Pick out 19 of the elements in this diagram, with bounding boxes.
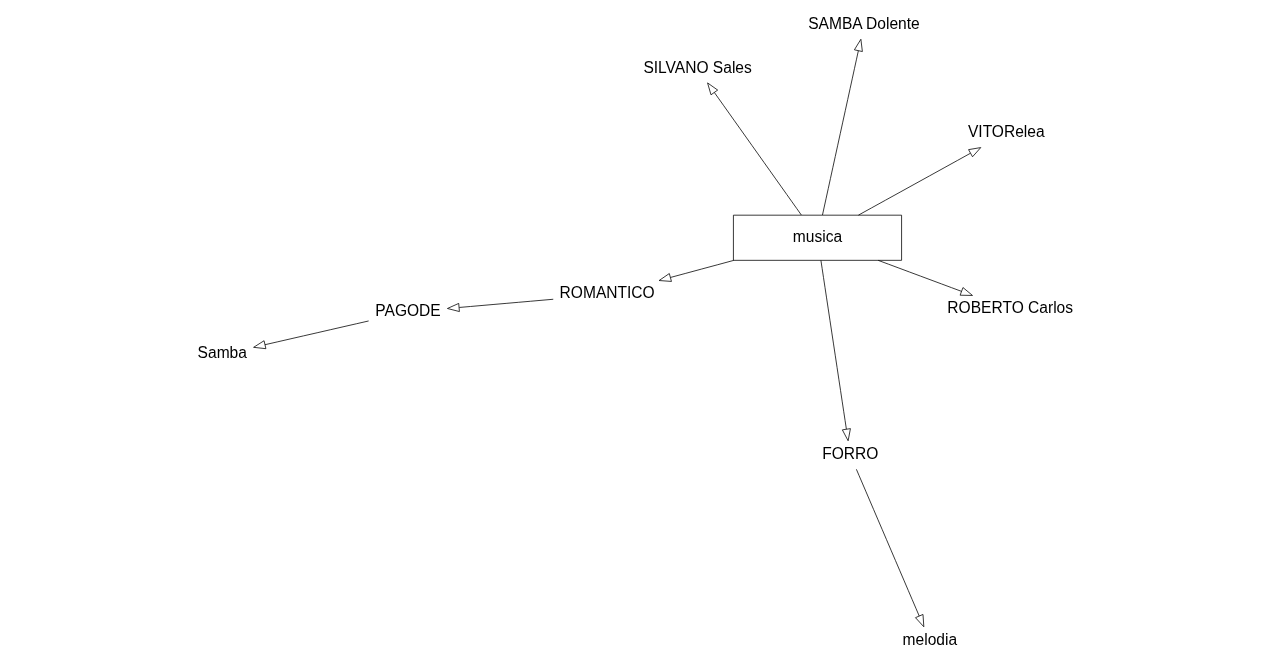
arrow	[447, 298, 554, 312]
arrow	[820, 260, 851, 442]
node-text: melodia	[902, 630, 958, 648]
arrow	[877, 259, 973, 296]
node-text: PAGODE	[375, 301, 441, 319]
node-box: musica	[733, 214, 902, 261]
node-text: Samba	[197, 344, 247, 362]
node-text: FORRO	[822, 444, 879, 462]
arrow	[658, 260, 735, 282]
node-text: VITORelea	[967, 123, 1045, 141]
node-text: SILVANO Sales	[643, 58, 752, 76]
arrow	[856, 468, 925, 628]
node-text: ROBERTO Carlos	[947, 299, 1074, 317]
node-text: SAMBA Dolente	[808, 15, 920, 33]
node-text: ROMANTICO	[559, 284, 655, 302]
arrow	[707, 82, 802, 216]
arrow	[822, 38, 863, 216]
arrow	[253, 320, 369, 350]
arrow	[858, 147, 982, 216]
